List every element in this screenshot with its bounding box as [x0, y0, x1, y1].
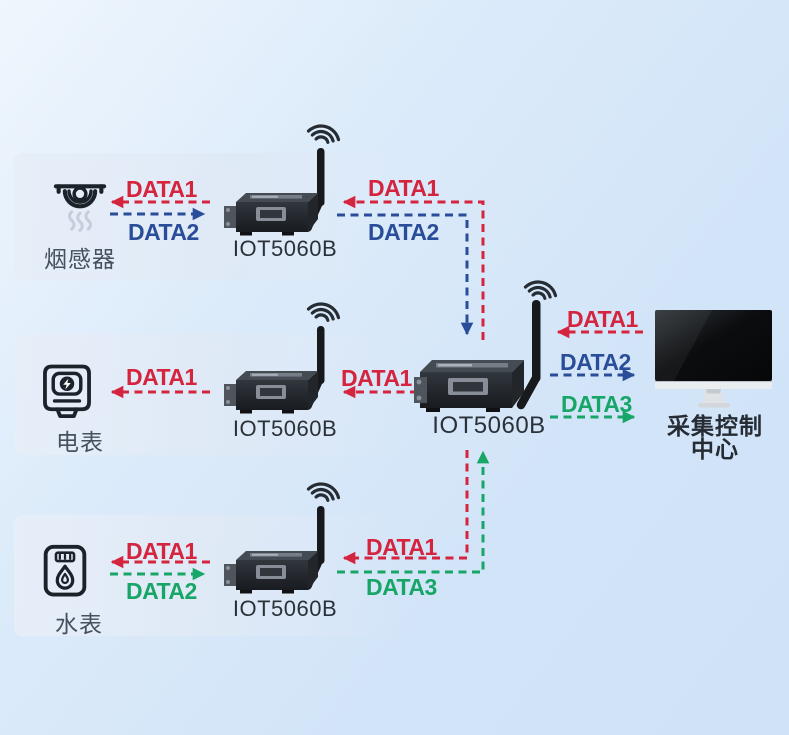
control-center-label-line2: 中心 — [691, 436, 739, 462]
label-data1: DATA1 — [368, 175, 439, 201]
iot-module-hub — [414, 280, 564, 424]
sensor-label-electric: 电表 — [56, 429, 104, 455]
electric-meter-icon — [43, 364, 91, 419]
smoke-detector-icon — [53, 184, 107, 232]
sensor-card-smoke: 烟感器 — [14, 153, 400, 281]
label-data2: DATA2 — [128, 219, 199, 245]
sensor-label-water: 水表 — [55, 611, 103, 637]
monitor-icon — [655, 310, 772, 408]
label-data1: DATA1 — [126, 364, 197, 390]
iot-module-label: IOT5060B — [432, 412, 546, 439]
wifi-waves-icon — [306, 302, 341, 322]
water-meter-icon — [43, 544, 87, 597]
iot-module-node2 — [222, 302, 348, 416]
iot-module-label: IOT5060B — [232, 236, 338, 261]
antenna-icon — [516, 300, 541, 410]
iot-module-node1 — [222, 124, 348, 238]
label-data1: DATA1 — [126, 538, 197, 564]
label-data1: DATA1 — [366, 534, 437, 560]
wifi-waves-icon — [306, 482, 341, 502]
sensor-card-electric: 电表 — [14, 334, 400, 455]
label-data2: DATA2 — [560, 349, 631, 375]
label-data2: DATA2 — [368, 219, 439, 245]
wifi-waves-icon — [306, 124, 341, 144]
label-data3: DATA3 — [561, 391, 632, 417]
iot-module-node3 — [222, 482, 348, 596]
sensor-card-water: 水表 — [14, 515, 400, 637]
wifi-waves-icon — [523, 280, 558, 300]
label-data1: DATA1 — [126, 176, 197, 202]
label-data3: DATA3 — [366, 574, 437, 600]
control-center-monitor — [654, 310, 774, 410]
iot-module-label: IOT5060B — [232, 416, 338, 441]
label-data2: DATA2 — [126, 578, 197, 604]
label-data1: DATA1 — [567, 306, 638, 332]
control-center-label-line1: 采集控制 — [667, 413, 763, 439]
sensor-label-smoke: 烟感器 — [44, 246, 116, 272]
label-data1: DATA1 — [341, 365, 412, 391]
iot-module-label: IOT5060B — [232, 596, 338, 621]
